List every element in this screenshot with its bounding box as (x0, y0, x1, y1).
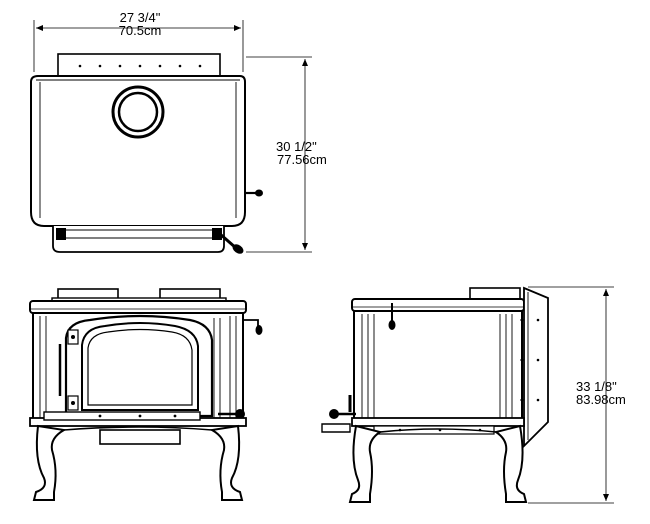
front-view (29, 288, 263, 501)
ash-drawer-handle (219, 232, 244, 254)
ash-pan (99, 429, 181, 445)
width-metric-label: 70.5cm (119, 23, 162, 38)
side-door-latch (329, 395, 356, 419)
side-view: 33 1/8" 83.98cm (321, 286, 626, 504)
top-view: 27 3/4" 70.5cm (30, 10, 327, 254)
depth-dimension-line (246, 56, 312, 253)
rear-heat-shield-side (523, 286, 549, 449)
height-imperial-label: 33 1/8" (576, 379, 617, 394)
stove-side-body (353, 310, 523, 422)
side-legs (348, 424, 528, 503)
depth-imperial-label: 30 1/2" (276, 139, 317, 154)
fire-door (58, 314, 214, 418)
damper-knob (243, 319, 263, 335)
width-dimension-line (33, 20, 244, 72)
door-latch (218, 409, 245, 419)
front-legs (32, 424, 244, 501)
depth-metric-label: 77.56cm (277, 152, 327, 167)
rear-heat-shield (57, 53, 221, 77)
height-dimension-line (528, 286, 614, 504)
ash-lip (52, 226, 225, 253)
damper-handle (245, 189, 263, 197)
stove-top-body (30, 75, 246, 227)
height-metric-label: 83.98cm (576, 392, 626, 407)
width-imperial-label: 27 3/4" (120, 10, 161, 25)
side-damper-knob (388, 303, 396, 330)
